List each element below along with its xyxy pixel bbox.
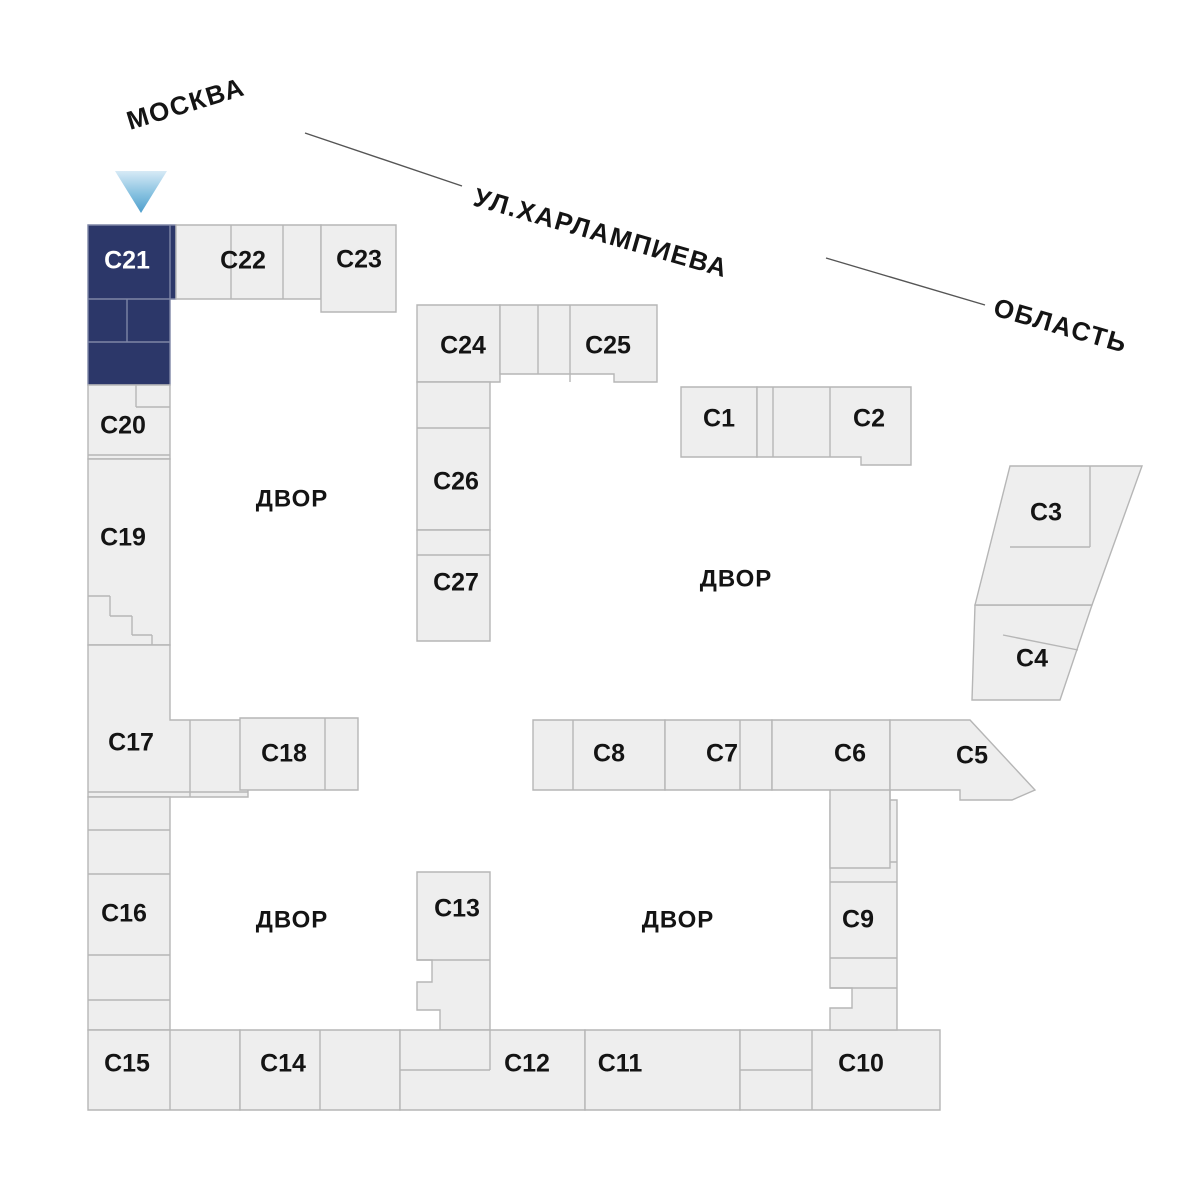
street-connector-lines [304, 132, 986, 306]
building-label-c9: C9 [842, 906, 874, 934]
building-c18[interactable]: C18 [239, 717, 359, 791]
building-c26[interactable]: C26 [416, 381, 491, 531]
yard-label-yard-ne: ДВОР [700, 565, 773, 592]
building-label-c2: C2 [853, 405, 885, 433]
building-c1[interactable]: C1 [680, 386, 758, 458]
building-label-c25: C25 [585, 332, 631, 360]
building-label-c11: C11 [598, 1050, 643, 1078]
building-c5[interactable]: C5 [889, 719, 1037, 810]
building-label-c13: C13 [434, 895, 480, 923]
street-label-moskva: МОСКВА [123, 71, 248, 135]
building-c8[interactable]: C8 [532, 719, 666, 791]
line-harlampieva-oblast [825, 257, 986, 306]
building-label-c24: C24 [440, 332, 486, 360]
building-outline-c27[interactable] [416, 529, 491, 642]
building-outline-c5[interactable] [889, 719, 1037, 810]
building-c11[interactable]: C11 [584, 1029, 741, 1111]
street-label-oblast: ОБЛАСТЬ [990, 292, 1131, 359]
building-label-c15: C15 [104, 1050, 150, 1078]
building-c6[interactable]: C6 [771, 719, 891, 869]
building-outline-c6[interactable] [771, 719, 891, 869]
yard-label-yard-se: ДВОР [642, 906, 715, 933]
building-label-c4: C4 [1016, 645, 1048, 673]
building-label-c20: C20 [100, 412, 146, 440]
building-c20[interactable]: C20 [87, 384, 171, 460]
building-c14[interactable]: C14 [239, 1029, 401, 1111]
building-label-c6: C6 [834, 740, 866, 768]
building-c17[interactable]: C17 [87, 644, 249, 798]
yard-label-yard-nw: ДВОР [256, 485, 329, 512]
building-c23[interactable]: C23 [320, 224, 397, 313]
building-c10[interactable]: C10 [739, 1029, 941, 1111]
building-outline-c24[interactable] [416, 304, 501, 383]
building-c21[interactable]: C21 [87, 224, 177, 386]
building-label-c7: C7 [706, 740, 738, 768]
building-c3[interactable]: C3 [974, 465, 1143, 606]
building-outline-c18[interactable] [239, 717, 359, 791]
building-label-c8: C8 [593, 740, 625, 768]
street-label-harlampieva: УЛ.ХАРЛАМПИЕВА [470, 182, 731, 283]
building-label-c3: C3 [1030, 499, 1062, 527]
building-label-c19: C19 [100, 524, 146, 552]
building-label-c21: C21 [104, 247, 150, 275]
building-c2[interactable]: C2 [756, 386, 912, 466]
building-c22[interactable]: C22 [175, 224, 322, 300]
building-label-c17: C17 [108, 729, 154, 757]
building-c15[interactable]: C15 [87, 1029, 241, 1111]
building-label-c1: C1 [703, 405, 735, 433]
building-c16[interactable]: C16 [87, 796, 171, 1031]
line-moskva-harlampieva [304, 132, 463, 187]
building-label-c22: C22 [220, 247, 266, 275]
building-label-c10: C10 [838, 1050, 884, 1078]
building-label-c23: C23 [336, 246, 382, 274]
building-label-c18: C18 [261, 740, 307, 768]
selected-building-pointer-icon [115, 171, 167, 213]
building-c25[interactable]: C25 [499, 304, 658, 383]
yard-label-yard-sw: ДВОР [256, 906, 329, 933]
building-label-c27: C27 [433, 569, 479, 597]
building-label-c16: C16 [101, 900, 147, 928]
building-outline-c2[interactable] [756, 386, 912, 466]
building-c4[interactable]: C4 [971, 604, 1093, 701]
building-divider-c4-0 [1002, 634, 1079, 651]
building-outline-c17[interactable] [87, 644, 249, 798]
yard-labels-group: ДВОР ДВОР ДВОР ДВОР [256, 485, 773, 933]
building-c13[interactable]: C13 [416, 871, 491, 1031]
building-c12[interactable]: C12 [399, 1029, 586, 1111]
building-c27[interactable]: C27 [416, 529, 491, 642]
selected-building-pointer-group [115, 171, 167, 213]
building-outline-c26[interactable] [416, 381, 491, 531]
building-c19[interactable]: C19 [87, 458, 171, 646]
building-label-c12: C12 [504, 1050, 550, 1078]
building-outline-c3[interactable] [974, 465, 1143, 606]
building-outline-c23[interactable] [320, 224, 397, 313]
building-c7[interactable]: C7 [664, 719, 773, 791]
building-label-c14: C14 [260, 1050, 306, 1078]
building-outline-c19[interactable] [87, 458, 171, 646]
building-label-c5: C5 [956, 742, 988, 770]
building-c24[interactable]: C24 [416, 304, 501, 383]
building-outline-c25[interactable] [499, 304, 658, 383]
building-label-c26: C26 [433, 468, 479, 496]
